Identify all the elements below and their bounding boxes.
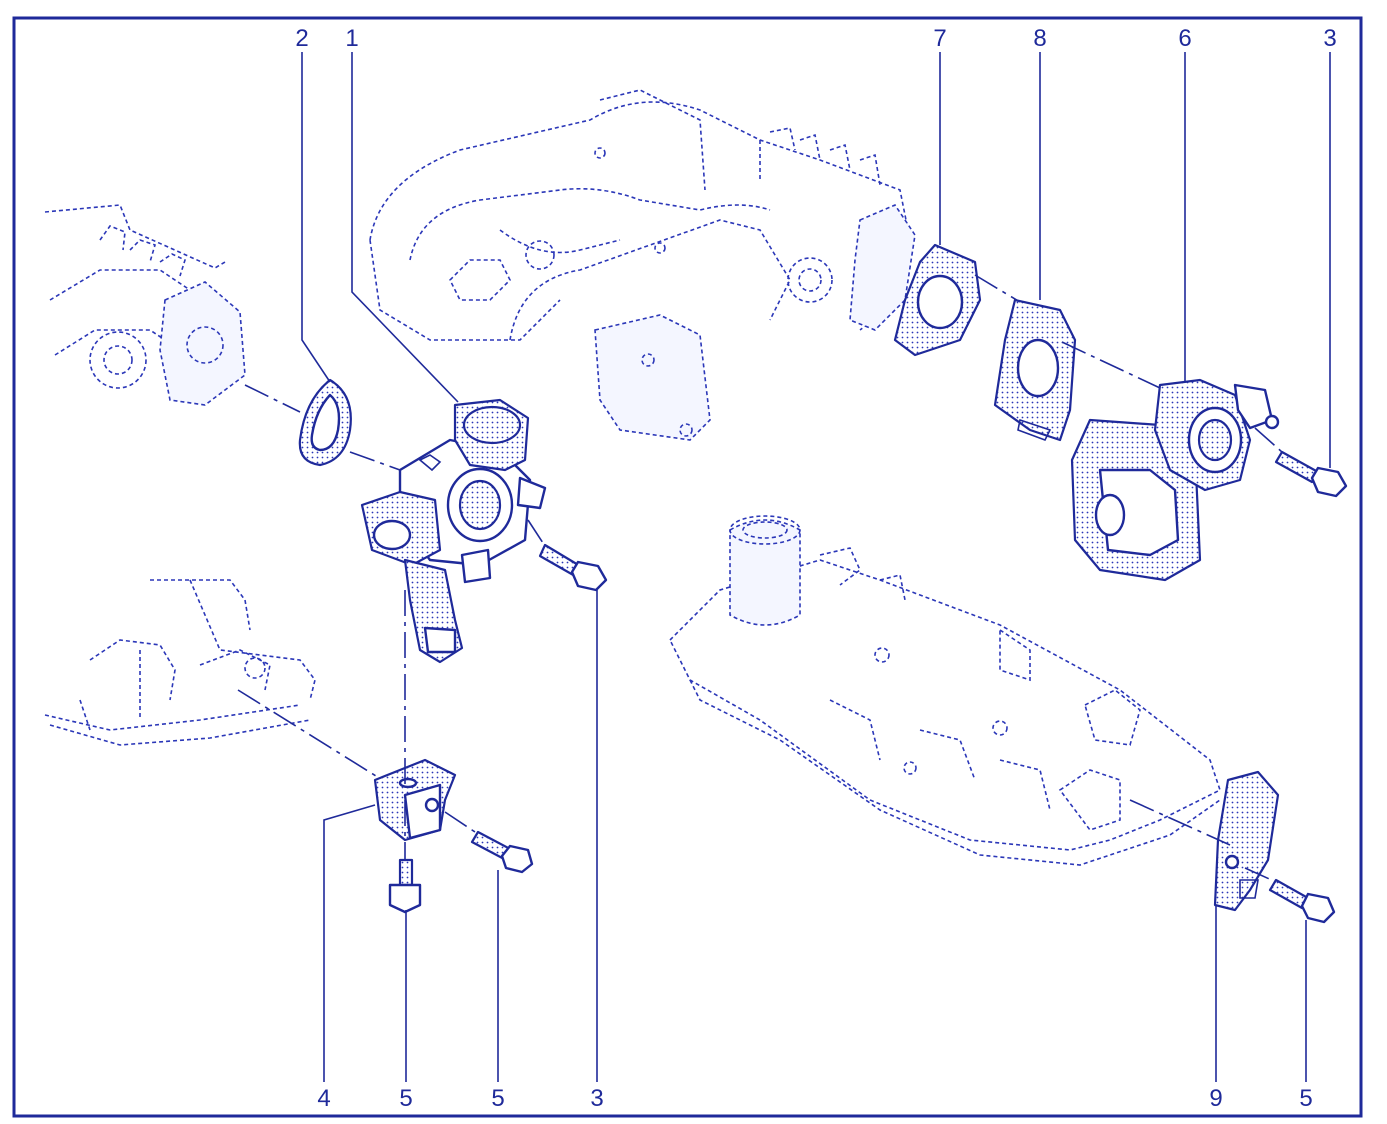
- callout-bottom-2: 5: [399, 1085, 412, 1112]
- assembly-axis-lines: [237, 274, 1283, 883]
- callout-bottom-1: 4: [317, 1085, 330, 1112]
- lifting-bracket-part-9: [1213, 770, 1280, 912]
- diagram-frame: [12, 16, 1363, 1118]
- callout-top-2: 1: [345, 25, 358, 52]
- spacer-plate-part-8: [993, 298, 1077, 442]
- bolt-part-3-center: [538, 543, 608, 592]
- bolt-part-5-vertical: [388, 858, 422, 914]
- callout-top-1: 2: [295, 25, 308, 52]
- callout-bottom-6: 5: [1299, 1085, 1312, 1112]
- callout-top-4: 8: [1033, 25, 1046, 52]
- callout-labels-top: 2 1 7 8 6 3: [295, 25, 1336, 52]
- ghost-intake-manifold: [369, 89, 916, 441]
- bolt-part-3-right: [1274, 450, 1348, 498]
- callout-top-5: 6: [1178, 25, 1191, 52]
- gasket-ring-part-2: [298, 378, 352, 467]
- ghost-cylinder-cover: [669, 515, 1221, 866]
- flat-gasket-part-7: [893, 243, 982, 357]
- mounting-bracket-part-4: [373, 758, 457, 842]
- bolt-part-5-horizontal: [470, 830, 534, 874]
- callout-bottom-3: 5: [491, 1085, 504, 1112]
- bolt-part-5-right: [1268, 878, 1336, 924]
- electronic-throttle-part-6: [1070, 378, 1280, 582]
- ghost-bracket-fragment-left: [44, 579, 316, 746]
- leader-lines: [301, 52, 1331, 1082]
- callout-top-3: 7: [933, 25, 946, 52]
- ghost-engine-fragment-left: [44, 204, 246, 406]
- callout-bottom-4: 3: [590, 1085, 603, 1112]
- callout-bottom-5: 9: [1209, 1085, 1222, 1112]
- callout-labels-bottom: 4 5 5 3 9 5: [317, 1085, 1312, 1112]
- callout-top-6: 3: [1323, 25, 1336, 52]
- throttle-body-part-1: [360, 398, 547, 664]
